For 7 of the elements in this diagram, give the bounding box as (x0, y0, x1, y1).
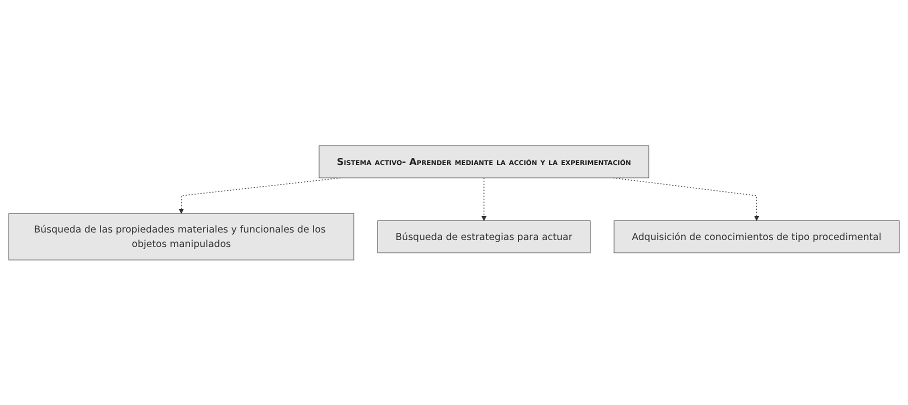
node-box (318, 145, 650, 178)
node-box (614, 220, 900, 253)
arrow (481, 177, 487, 221)
arrow (178, 177, 341, 214)
node-box (377, 220, 591, 253)
node-box (8, 212, 354, 260)
flowchart: Sistema activo- Aprender mediante la acción y la experimentación Búsqueda de las propiedades materiales y funcionales de los objetos manipulados Búsqueda de estrategias para actuar Adquisición de conocimientos de tipo procedimental (4, 140, 904, 264)
